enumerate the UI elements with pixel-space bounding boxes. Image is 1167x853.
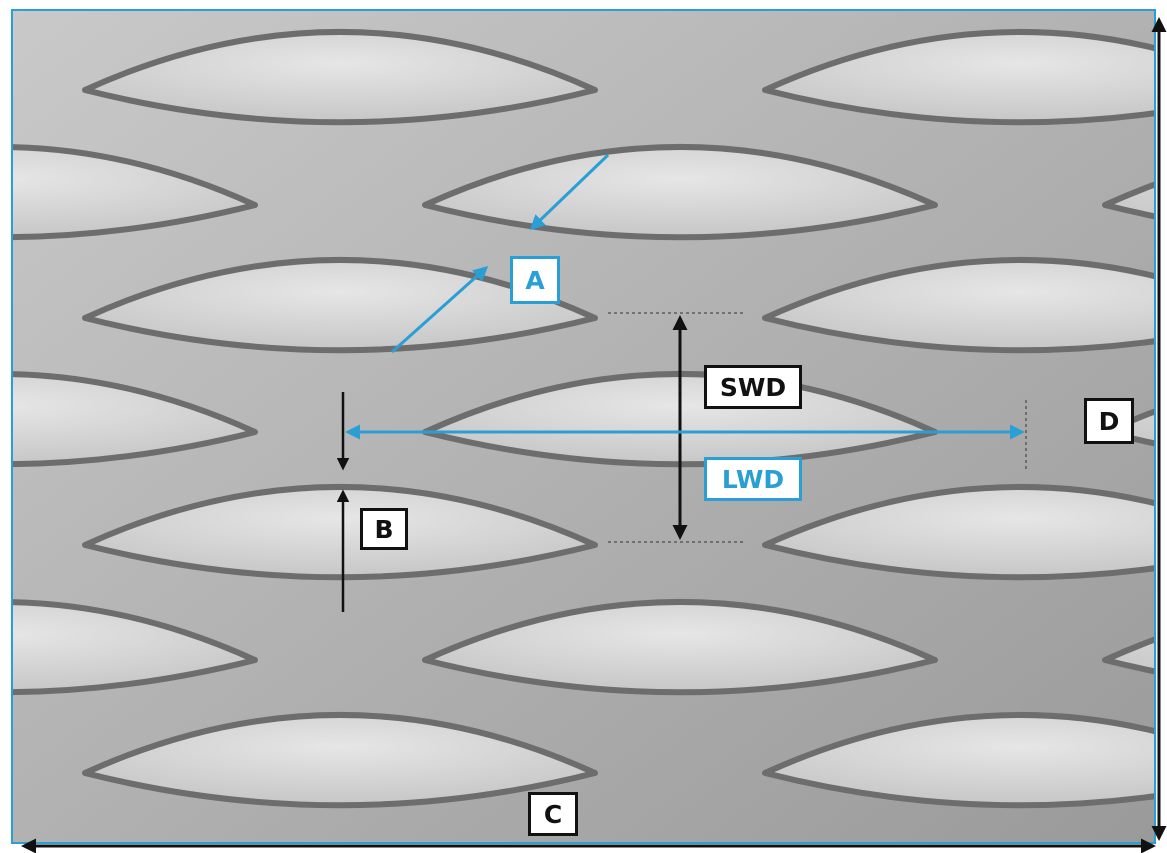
label-a: A — [510, 256, 560, 304]
mesh-opening — [82, 483, 598, 581]
label-d: D — [1084, 398, 1134, 444]
mesh-opening — [762, 256, 1155, 354]
mesh-opening — [1102, 181, 1155, 220]
mesh-opening — [422, 598, 938, 696]
mesh-opening — [1102, 636, 1155, 675]
label-b: B — [360, 508, 408, 550]
mesh-opening — [762, 711, 1155, 809]
mesh-opening — [422, 143, 938, 241]
mesh-opening — [82, 28, 598, 126]
label-swd: SWD — [704, 365, 802, 409]
mesh-opening — [82, 711, 598, 809]
label-lwd: LWD — [704, 457, 802, 501]
mesh-opening — [82, 256, 598, 354]
mesh-opening — [12, 599, 258, 696]
a-arrow-upper — [529, 153, 610, 231]
mesh-opening — [12, 371, 258, 468]
mesh-opening — [762, 483, 1155, 581]
mesh-opening — [12, 144, 258, 241]
a-arrow-lower — [391, 266, 489, 354]
mesh-opening — [762, 28, 1155, 126]
label-c: C — [528, 792, 578, 836]
